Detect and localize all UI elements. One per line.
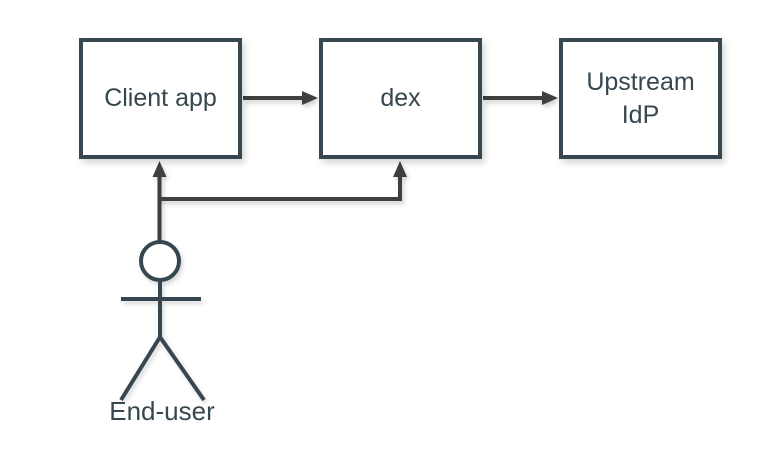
node-upstream-idp-label: Upstream IdP — [586, 68, 695, 129]
arrowhead-up-icon — [393, 161, 407, 177]
arrowhead-right-icon — [302, 91, 318, 105]
edge-end-user-to-dex — [159, 161, 407, 201]
node-dex: dex — [319, 38, 482, 159]
edge-dex-to-upstream-idp — [483, 91, 558, 105]
edge-client-app-to-dex — [243, 91, 318, 105]
actor-right-leg — [158, 335, 206, 402]
edge-end-user-to-client-app — [152, 161, 167, 242]
node-dex-label: dex — [380, 84, 421, 113]
node-client-app-label: Client app — [104, 84, 217, 113]
arrowhead-up-icon — [152, 161, 167, 177]
arrowhead-right-icon — [542, 91, 558, 105]
actor-end-user-label: End-user — [109, 396, 215, 426]
actor-end-user-figure — [119, 240, 206, 402]
edge-line — [159, 177, 402, 201]
actor-left-leg — [119, 335, 162, 402]
node-client-app: Client app — [79, 38, 242, 159]
actor-head — [139, 240, 181, 282]
node-upstream-idp: Upstream IdP — [559, 38, 722, 159]
